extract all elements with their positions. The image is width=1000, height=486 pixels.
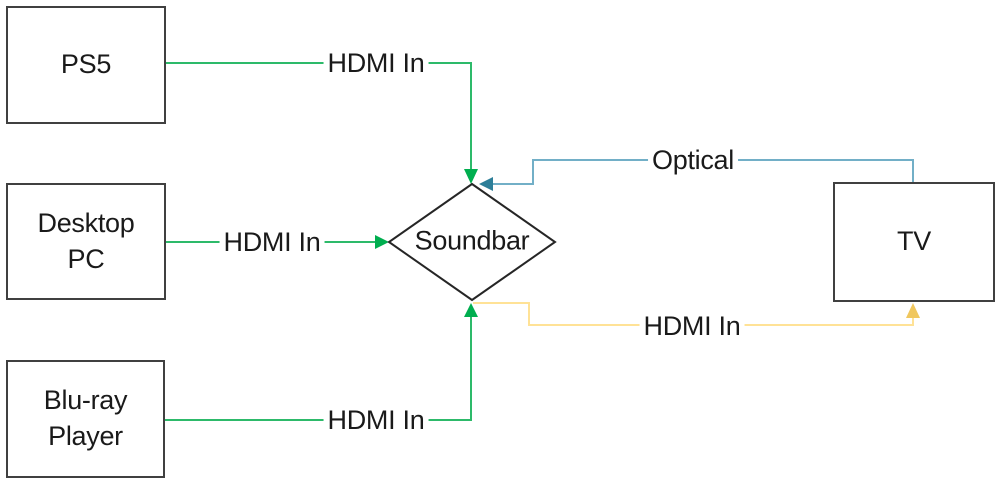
edge-label-optical: Optical	[648, 145, 738, 174]
connector-ps5-to-soundbar	[166, 62, 478, 184]
connector-bluray-to-soundbar	[165, 303, 478, 421]
connector-optical-line	[492, 159, 914, 185]
connector-tv-hdmi-line	[473, 302, 914, 326]
edge-label-bluray-hdmi-in: HDMI In	[323, 405, 429, 434]
node-ps5: PS5	[6, 6, 166, 124]
node-ps5-label: PS5	[60, 49, 112, 80]
node-desktop-pc: Desktop PC	[6, 183, 166, 300]
node-tv: TV	[833, 182, 995, 302]
arrowhead-left-icon	[479, 177, 493, 191]
node-soundbar-shape	[387, 182, 557, 302]
connector-tv-to-soundbar-optical	[479, 159, 914, 191]
node-soundbar-label: Soundbar	[414, 225, 530, 256]
connector-ps5-line	[166, 62, 472, 170]
node-desktop-pc-label: Desktop PC	[37, 207, 135, 274]
arrowhead-right-icon	[375, 235, 389, 249]
node-blu-ray-player-label: Blu-ray Player	[43, 385, 128, 451]
edge-label-tv-hdmi-in: HDMI In	[639, 311, 745, 340]
node-tv-label: TV	[897, 226, 931, 257]
arrowhead-down-icon	[464, 169, 478, 184]
arrowhead-up-icon	[464, 303, 478, 317]
edge-label-ps5-hdmi-in: HDMI In	[323, 48, 429, 77]
node-blu-ray-player: Blu-ray Player	[6, 360, 165, 478]
arrowhead-up-icon	[906, 303, 920, 318]
edge-label-desktop-hdmi-in: HDMI In	[219, 227, 325, 256]
connector-soundbar-to-tv-hdmi	[473, 302, 920, 326]
connector-bluray-line	[165, 317, 472, 421]
